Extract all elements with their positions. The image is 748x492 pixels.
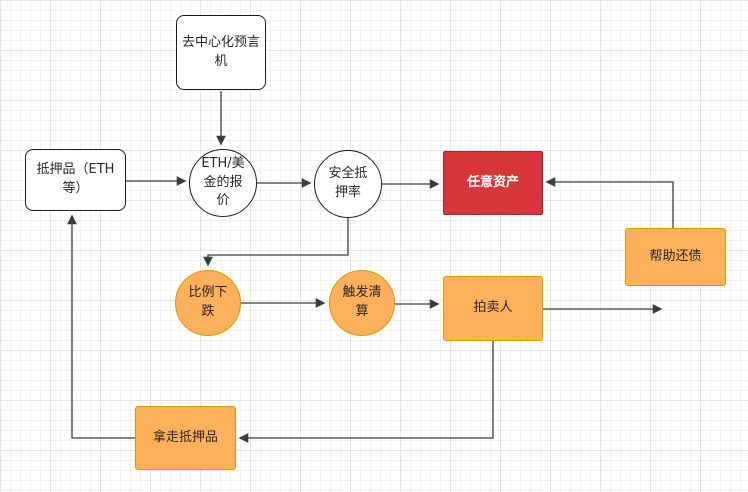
- node-safe-ratio[interactable]: 安全抵押率: [314, 150, 382, 218]
- node-ratio-fall[interactable]: 比例下跌: [175, 270, 241, 336]
- node-oracle[interactable]: 去中心化预言机: [176, 15, 266, 90]
- edge-help-repay-to-any-asset: [545, 177, 674, 228]
- node-auctioneer-label: 拍卖人: [473, 300, 513, 316]
- node-any-asset[interactable]: 任意资产: [443, 151, 543, 215]
- edge-take-to-collateral: [67, 214, 135, 439]
- node-oracle-label: 去中心化预言机: [181, 34, 260, 69]
- edge-auctioneer-to-take: [238, 341, 494, 443]
- node-trigger-liquidation-label: 触发清算: [342, 285, 382, 319]
- node-take-collateral-label: 拿走抵押品: [152, 429, 218, 445]
- node-quote-label: ETH/美金的报价: [201, 155, 245, 209]
- node-any-asset-label: 任意资产: [466, 174, 519, 190]
- edge-safe-ratio-to-ratio-fall: [203, 218, 349, 267]
- node-ratio-fall-label: 比例下跌: [188, 285, 228, 319]
- node-take-collateral[interactable]: 拿走抵押品: [135, 406, 236, 470]
- node-auctioneer[interactable]: 拍卖人: [443, 276, 543, 341]
- node-help-repay[interactable]: 帮助还债: [625, 228, 726, 286]
- node-collateral-label: 抵押品（ETH等）: [36, 162, 115, 196]
- node-collateral[interactable]: 抵押品（ETH等）: [25, 149, 126, 211]
- node-help-repay-label: 帮助还债: [649, 248, 702, 264]
- node-quote[interactable]: ETH/美金的报价: [189, 149, 257, 217]
- node-safe-ratio-label: 安全抵押率: [328, 166, 368, 200]
- node-trigger-liquidation[interactable]: 触发清算: [329, 270, 395, 336]
